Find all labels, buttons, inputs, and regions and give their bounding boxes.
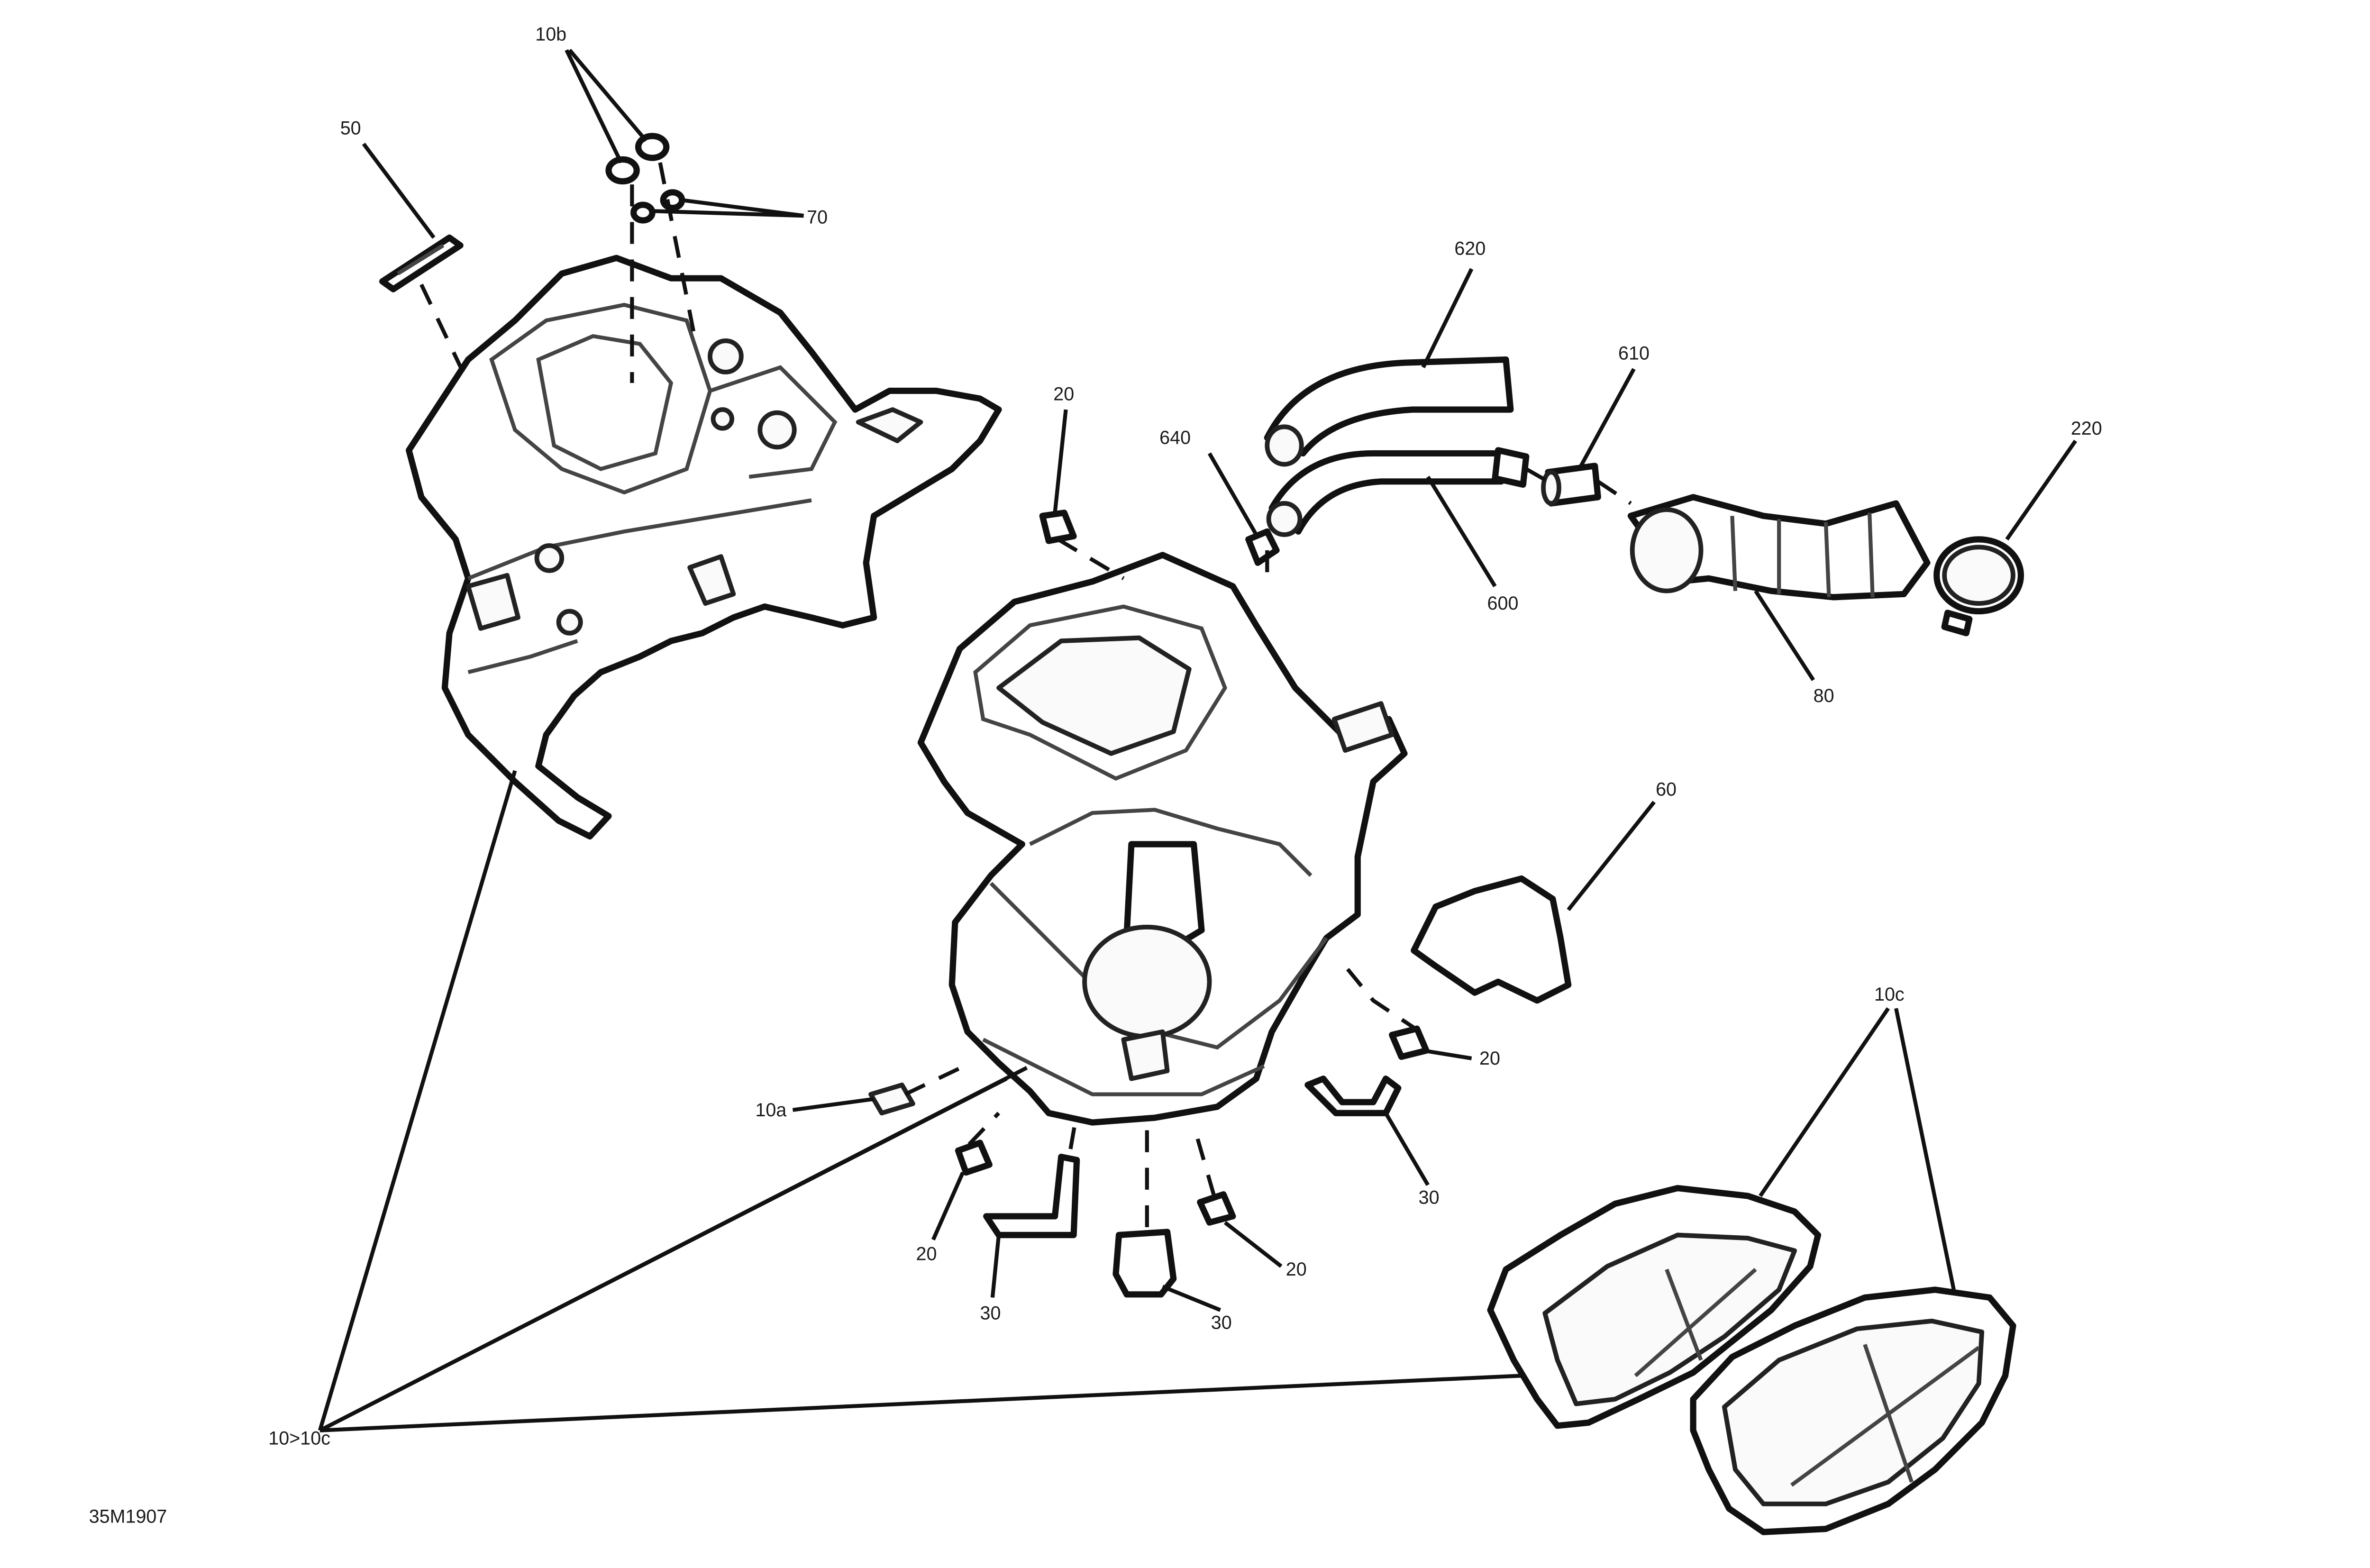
callout-60: 60 [1656, 779, 1677, 800]
callout-20-bottom: 20 [1286, 1259, 1307, 1280]
callout-640: 640 [1159, 428, 1191, 448]
pad-10a [868, 1082, 915, 1116]
clip-20-right [1389, 1025, 1430, 1060]
callout-610: 610 [1618, 343, 1650, 364]
callout-70: 70 [807, 207, 828, 228]
air-box-base [917, 552, 1408, 1126]
clip-20-left [955, 1140, 993, 1176]
clip-20-top [1039, 510, 1077, 544]
intake-duct-80 [1627, 494, 1931, 601]
callout-220: 220 [2071, 418, 2102, 439]
heat-shield-60 [1411, 875, 1572, 1004]
callout-10b: 10b [535, 24, 566, 45]
callout-620: 620 [1454, 238, 1486, 259]
hose-clamp-220 [1933, 536, 2024, 637]
strap-30-bottom [1112, 1229, 1177, 1298]
callout-30-bottom: 30 [1211, 1312, 1232, 1333]
hose-600 [1266, 447, 1530, 537]
air-filter-10c-right [1690, 1286, 2016, 1535]
callout-30-right: 30 [1419, 1187, 1440, 1208]
callout-10a: 10a [755, 1100, 786, 1121]
strap-30-right [1304, 1076, 1402, 1116]
callout-10c: 10c [1874, 984, 1905, 1005]
callout-30-left: 30 [980, 1303, 1001, 1324]
callout-20-left: 20 [916, 1243, 937, 1264]
hose-620 [1264, 356, 1514, 467]
callout-10-10c: 10>10c [268, 1428, 330, 1449]
callout-50: 50 [340, 118, 361, 139]
air-box-upper-cover [405, 255, 1002, 840]
air-filter-10c-left [1487, 1185, 1822, 1429]
callout-labels: 10b 50 70 620 610 20 640 220 600 80 60 1… [89, 24, 2102, 1527]
callout-600: 600 [1487, 593, 1519, 614]
clip-20-bottom [1197, 1191, 1236, 1226]
callout-20-right: 20 [1479, 1048, 1500, 1069]
callout-20-top: 20 [1053, 383, 1074, 404]
strap-30-left [983, 1154, 1080, 1239]
assembly-lines [419, 162, 1632, 1228]
callout-80: 80 [1814, 685, 1834, 706]
grommet-10b [605, 133, 670, 185]
clamp-640 [1245, 528, 1280, 566]
leader-lines [318, 48, 2078, 1432]
drawing-number: 35M1907 [89, 1506, 167, 1527]
label-decal-50 [379, 234, 464, 292]
plug-70 [630, 189, 685, 224]
fitting-610 [1541, 463, 1601, 507]
